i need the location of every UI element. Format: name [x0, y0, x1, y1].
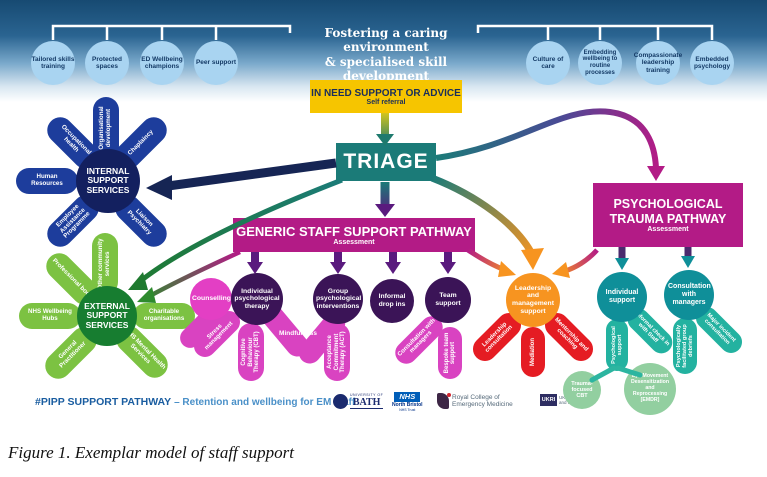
bubble-peer-support: Peer support [194, 41, 238, 85]
pipp-pathway-line: #PIPP SUPPORT PATHWAY – Retention and we… [35, 396, 355, 408]
pipp-tagline: – Retention and wellbeing for EM staff [174, 397, 356, 408]
bubble-embedding-wellbeing: Embedding wellbeing to routine processes [578, 41, 622, 85]
triage-label: TRIAGE [343, 150, 429, 173]
generic-pathway-title: GENERIC STAFF SUPPORT PATHWAY [236, 224, 472, 239]
banner-title-line1: Fostering a caring environment [324, 26, 448, 55]
generic-assessment-label: Assessment [333, 239, 375, 246]
bubble-protected-spaces: Protected spaces [85, 41, 129, 85]
external-petal-charitable-organisations: Charitable organisations [133, 303, 195, 329]
rcem-bird-icon [437, 393, 451, 409]
arrow-trauma-to-leadership [564, 248, 599, 274]
informal-drop-ins-circle: Informal drop ins [370, 279, 414, 323]
external-petal-nhs-wellbeing-hubs: NHS Wellbeing Hubs [19, 303, 81, 329]
nhs-north-bristol-logo: NHS North Bristol NHS Trust [392, 392, 423, 412]
pipp-hashtag: #PIPP SUPPORT PATHWAY [35, 396, 172, 408]
nhs-icon: NHS [394, 392, 421, 402]
arrows-generic-to-circles [251, 252, 452, 263]
arrow-triage-to-trauma [435, 108, 659, 169]
bath-logo: UNIVERSITY OF BATH [333, 393, 384, 409]
in-need-support-box: IN NEED SUPPORT OR ADVICE Self referral [310, 80, 462, 113]
bubble-tailored-skills: Tailored skills training [31, 41, 75, 85]
trauma-pathway-title: PSYCHOLOGICAL TRAUMA PATHWAY [609, 197, 727, 226]
generic-petal-cbt: Cognitive Behaviour Therapy (CBT) [238, 323, 264, 381]
team-support-circle: Team support [425, 277, 471, 323]
figure-caption: Figure 1. Exemplar model of staff suppor… [8, 443, 294, 462]
leadership-petal-mediation: Mediation [521, 327, 545, 377]
generic-petal-bespoke-team: Bespoke team support [438, 327, 462, 379]
individual-support-circle: Individual support [597, 272, 647, 322]
internal-petal-human-resources: Human Resources [16, 168, 78, 194]
trauma-consultation-managers-circle: Consultation with managers [664, 270, 714, 320]
leadership-management-circle: Leadership and management support [506, 273, 560, 327]
emdr-circle: Eye Movement Desensitization and Reproce… [624, 363, 676, 415]
bubble-embedded-psychology: Embedded psychology [690, 41, 734, 85]
group-psych-interventions-circle: Group psychological interventions [313, 274, 363, 324]
bubble-compassionate-leadership: Compassionate leadership training [634, 41, 682, 85]
trauma-focused-cbt-circle: Trauma-focused CBT [563, 371, 601, 409]
triage-box: TRIAGE [336, 143, 436, 181]
external-support-services-hub: EXTERNAL SUPPORT SERVICES [77, 286, 137, 346]
ukri-icon: UKRI [540, 394, 557, 406]
arrow-generic-to-leadership [466, 247, 506, 273]
banner-title-line2: & specialised skill development [324, 54, 448, 84]
arrows-trauma-to-circles [618, 247, 692, 259]
internal-support-services-hub: INTERNAL SUPPORT SERVICES [76, 149, 140, 213]
trauma-petal-psychological-support: Psychological support [606, 319, 628, 371]
bath-crest-icon [333, 393, 348, 409]
self-referral-label: Self referral [366, 98, 406, 106]
rcem-logo: Royal College of Emergency Medicine [437, 393, 513, 409]
generic-petal-mindfulness: Mindfulness [279, 330, 317, 337]
generic-pathway-box: GENERIC STAFF SUPPORT PATHWAY Assessment [233, 218, 475, 252]
trauma-petal-group-debriefs: Psychologically facilitated group debrie… [673, 318, 697, 374]
trauma-assessment-label: Assessment [647, 225, 689, 233]
arrow-triage-to-internal [167, 158, 337, 191]
trauma-pathway-box: PSYCHOLOGICAL TRAUMA PATHWAY Assessment [593, 183, 743, 247]
bubble-culture-of-care: Culture of care [526, 41, 570, 85]
counselling-circle: Counselling [190, 278, 232, 320]
banner-title: Fostering a caring environment & special… [288, 26, 484, 84]
bubble-ed-wellbeing-champions: ED Wellbeing champions [140, 41, 184, 85]
in-need-title: IN NEED SUPPORT OR ADVICE [311, 87, 461, 99]
individual-psych-therapy-circle: Individual psychological therapy [231, 273, 283, 325]
